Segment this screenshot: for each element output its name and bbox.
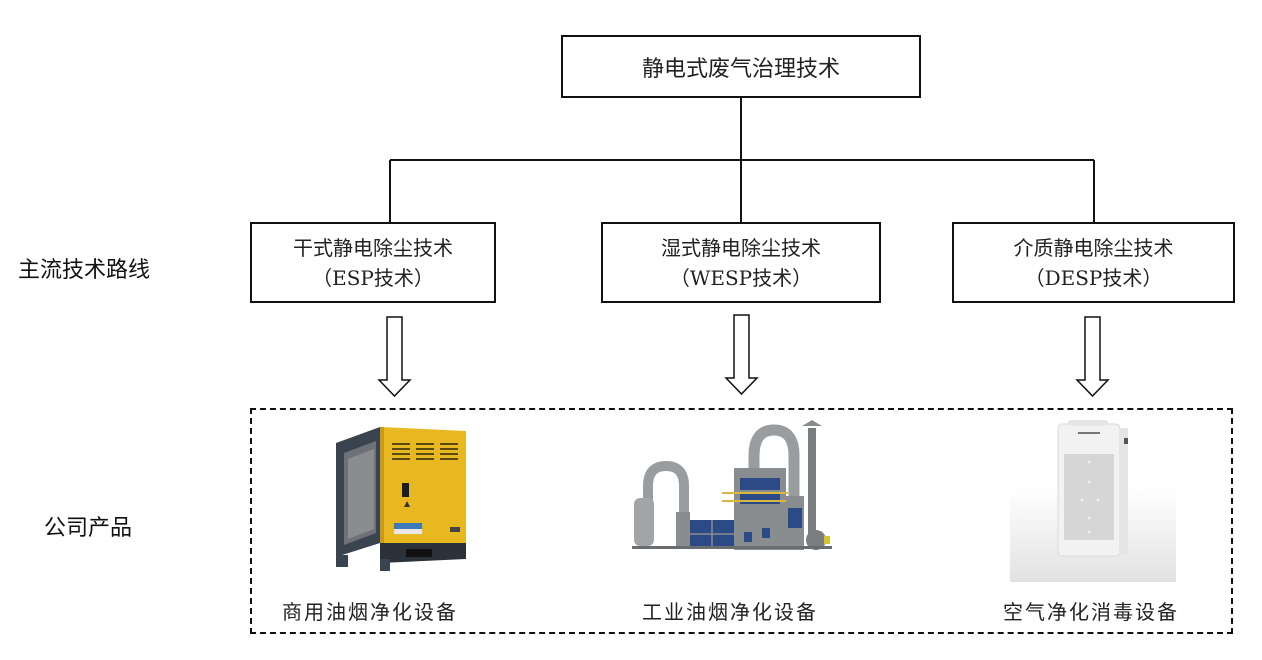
root-technology-box: 静电式废气治理技术 — [561, 35, 921, 98]
product-name-commercial: 商用油烟净化设备 — [282, 600, 458, 624]
product-name-industrial: 工业油烟净化设备 — [642, 600, 818, 624]
product-name-air-purifier: 空气净化消毒设备 — [1003, 600, 1179, 624]
tech-box-desp: 介质静电除尘技术 （DESP技术） — [952, 222, 1235, 303]
air-purifier-disinfector-image — [1010, 420, 1176, 582]
down-arrow-icon — [1075, 316, 1110, 398]
tech-abbr: （WESP技术） — [669, 265, 813, 290]
tech-box-wesp: 湿式静电除尘技术 （WESP技术） — [601, 222, 881, 303]
tech-name: 介质静电除尘技术 — [1013, 235, 1174, 260]
down-arrow-icon — [377, 316, 412, 398]
root-label: 静电式废气治理技术 — [641, 56, 840, 82]
industrial-fume-purification-plant-image — [632, 420, 832, 550]
commercial-fume-purifier-image — [336, 427, 466, 571]
down-arrow-icon — [724, 314, 759, 396]
tech-name: 干式静电除尘技术 — [293, 235, 453, 260]
tech-box-esp: 干式静电除尘技术 （ESP技术） — [250, 222, 496, 303]
tech-name: 湿式静电除尘技术 — [661, 235, 821, 260]
products-dashed-container — [250, 408, 1233, 634]
row-label-products: 公司产品 — [44, 516, 133, 541]
row-label-tech-routes: 主流技术路线 — [18, 258, 151, 283]
tech-abbr: （ESP技术） — [312, 265, 434, 290]
tech-abbr: （DESP技术） — [1024, 265, 1163, 290]
